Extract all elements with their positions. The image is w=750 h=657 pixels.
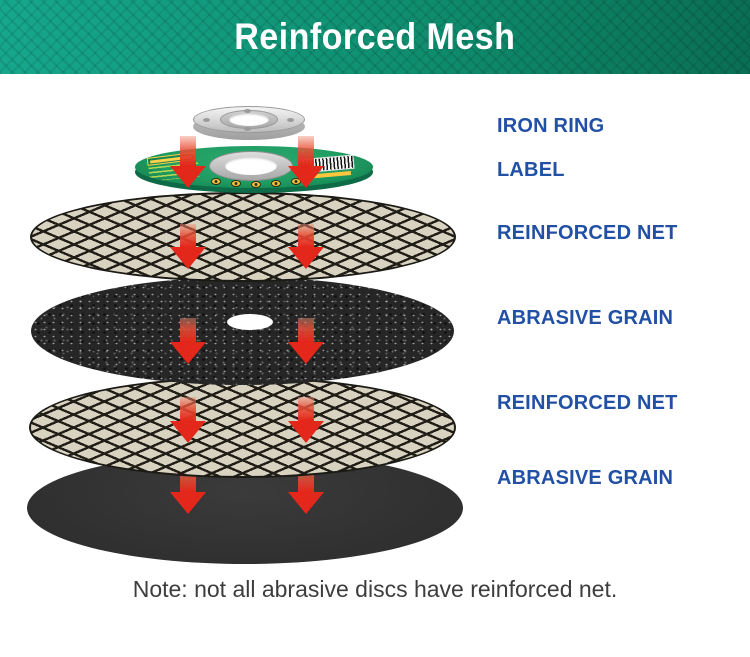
label-disc-center-hole	[225, 157, 277, 175]
down-arrow-icon	[288, 397, 324, 443]
layer-label-iron-ring: IRON RING	[497, 115, 605, 137]
down-arrow-icon	[170, 397, 206, 443]
header-banner: Reinforced Mesh	[0, 0, 750, 74]
iron-ring-bolt-hole	[244, 127, 251, 131]
label-disc-hub	[209, 151, 293, 181]
down-arrow-icon	[288, 224, 324, 269]
safety-icon	[251, 181, 261, 188]
down-arrow-icon	[170, 136, 206, 188]
footnote: Note: not all abrasive discs have reinfo…	[132, 576, 618, 602]
down-arrow-icon	[170, 224, 206, 269]
down-arrow-icon	[170, 318, 206, 364]
layer-label-abrasive-grain-1: ABRASIVE GRAIN	[497, 307, 674, 329]
iron-ring-layer	[193, 106, 305, 142]
down-arrow-icon	[288, 318, 324, 364]
layer-label-reinforced-net-2: REINFORCED NET	[497, 392, 678, 414]
abrasive-grain-center-hole	[227, 314, 273, 330]
layer-label-reinforced-net-1: REINFORCED NET	[497, 222, 678, 244]
reinforced-net-layer-1	[30, 192, 456, 282]
iron-ring-center-hole	[229, 113, 269, 126]
down-arrow-icon	[288, 136, 324, 188]
layer-label-abrasive-grain-2: ABRASIVE GRAIN	[497, 467, 674, 489]
abrasive-grain-layer-1	[31, 277, 454, 385]
safety-icon	[211, 178, 221, 185]
safety-icon	[231, 180, 241, 187]
iron-ring-bolt-hole	[203, 118, 210, 122]
layer-label-label: LABEL	[497, 159, 565, 181]
iron-ring-bolt-hole	[244, 109, 251, 113]
reinforced-net-layer-2	[29, 377, 456, 478]
safety-icon	[271, 180, 281, 187]
iron-ring-bolt-hole	[287, 118, 294, 122]
page-title: Reinforced Mesh	[234, 16, 516, 57]
